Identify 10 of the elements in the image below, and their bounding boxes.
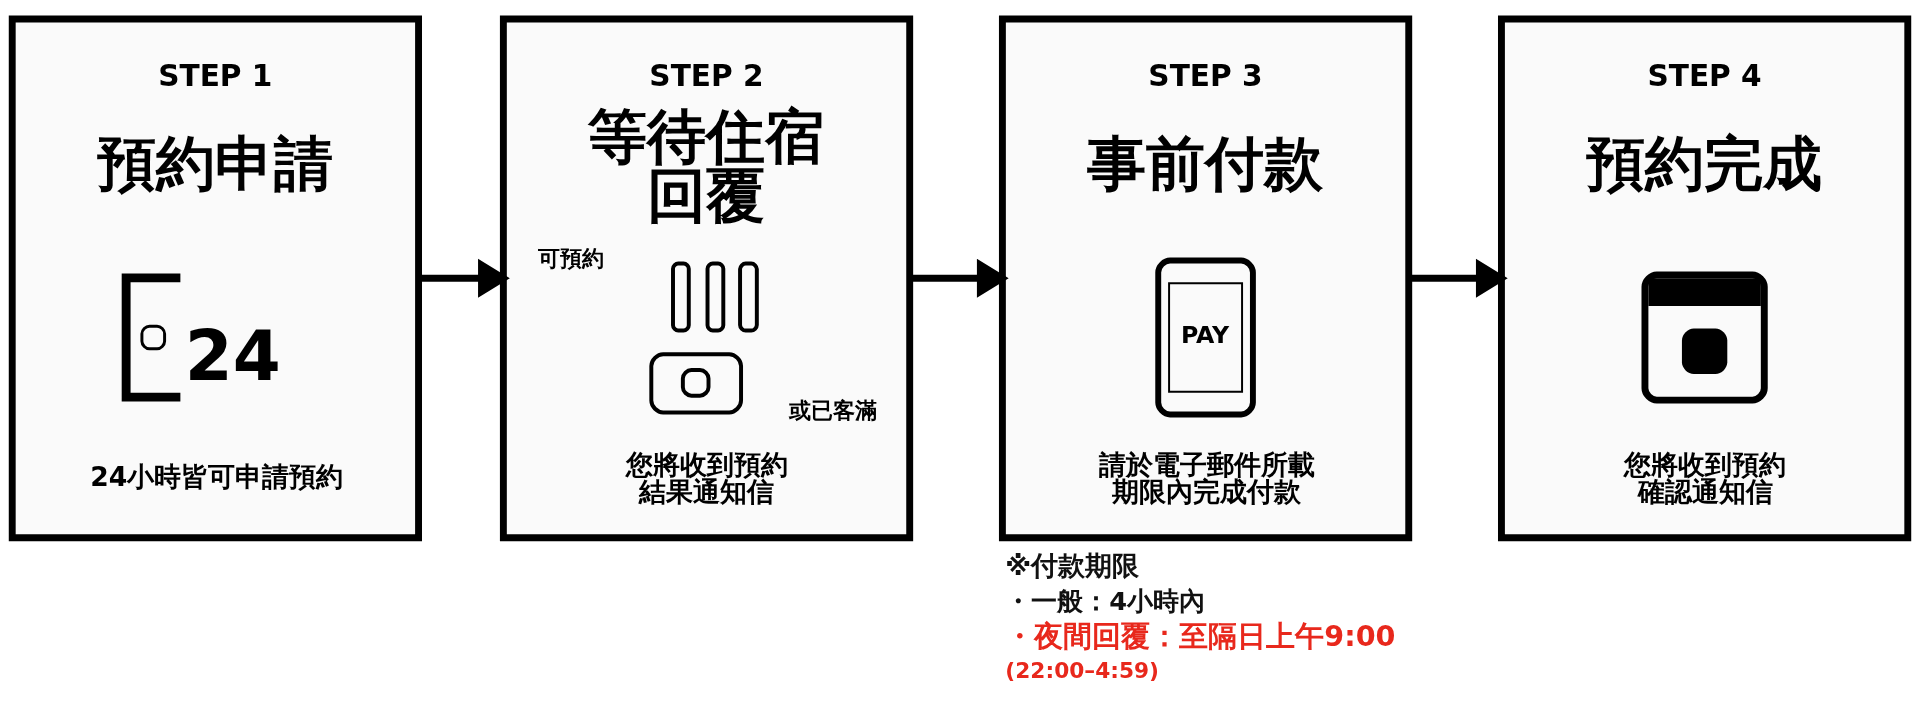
node-box: STEP 2 等待住宿回覆 可預約 或已客滿 您將收到預約結果通知信 (499, 15, 914, 541)
node-box: STEP 3 事前付款 PAY 請於電子郵件所載期限內完成付款 (998, 15, 1413, 541)
node-box: STEP 1 預約申請 24 24小時皆可申請預約 (8, 15, 422, 541)
arrow (1409, 258, 1508, 298)
node-label: ・一般：4小時內 (1005, 585, 1206, 616)
node-label: (22:00–4:59) (1005, 657, 1160, 683)
node-label: ・夜間回覆：至隔日上午9:00 (1005, 618, 1396, 653)
node-box: STEP 4 預約完成 您將收到預約確認通知信 (1498, 15, 1912, 541)
arrow (910, 258, 1009, 298)
node-label: ※付款期限 (1005, 549, 1140, 581)
